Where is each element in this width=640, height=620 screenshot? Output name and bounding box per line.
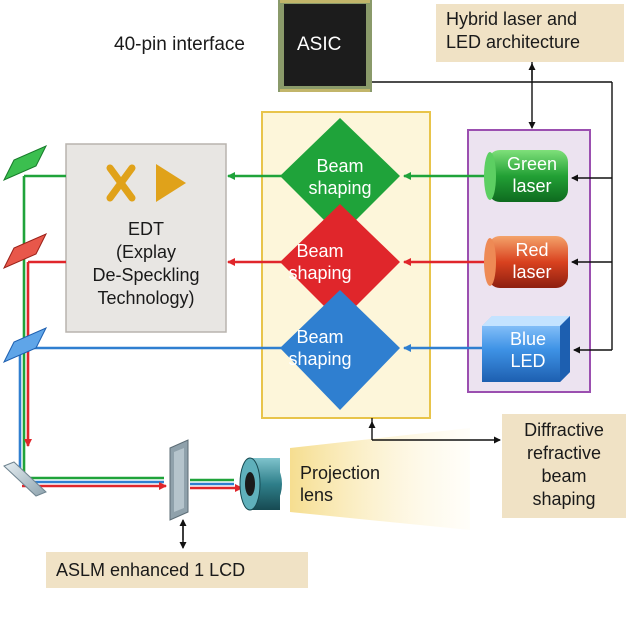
red-mirror — [2, 232, 48, 270]
green-shaping-line-1: Beam — [316, 156, 364, 176]
blue-led-label: Blue LED — [490, 328, 566, 372]
blue-mirror — [2, 326, 48, 364]
red-laser — [484, 236, 568, 288]
edt-line-3: De-Speckling — [92, 265, 200, 285]
blue-shaping-label: Beam shaping — [280, 326, 360, 370]
red-shaping-line-2: shaping — [288, 263, 352, 283]
projection-line-1: Projection — [300, 463, 381, 483]
green-shaping-line-2: shaping — [308, 178, 372, 198]
red-beam-shaper — [280, 204, 400, 322]
blue-led — [482, 316, 570, 382]
diffractive-line-4: shaping — [532, 489, 596, 509]
cross-icon — [106, 164, 136, 202]
blue-shaping-line-1: Beam — [296, 327, 344, 347]
edt-panel — [65, 143, 227, 333]
hybrid-architecture-box: Hybrid laser and LED architecture — [436, 4, 624, 62]
green-shaping-label: Beam shaping — [300, 155, 380, 199]
aslm-label: ASLM enhanced 1 LCD — [56, 560, 246, 580]
edt-line-4: Technology) — [97, 288, 195, 308]
hybrid-label-line-1: Hybrid laser and — [446, 9, 578, 29]
diffractive-line-1: Diffractive — [524, 420, 604, 440]
blue-led-line-2: LED — [510, 351, 546, 371]
blue-shaping-line-2: shaping — [288, 349, 352, 369]
asic-label: ASIC — [297, 34, 342, 55]
projection-line-2: lens — [300, 485, 334, 505]
aslm-box: ASLM enhanced 1 LCD — [46, 552, 308, 588]
green-mirror — [2, 144, 48, 182]
interface-label: 40-pin interface — [114, 34, 245, 55]
diffractive-box: Diffractive refractive beam shaping — [502, 414, 626, 518]
control-lines — [179, 60, 613, 549]
red-laser-label: Red laser — [494, 239, 570, 283]
diffractive-line-2: refractive — [526, 443, 602, 463]
lcd-panel — [169, 439, 189, 521]
projection-light-cone — [290, 428, 470, 530]
green-laser-line-2: laser — [512, 176, 552, 196]
edt-label: EDT (Explay De-Speckling Technology) — [66, 218, 226, 310]
edt-line-1: EDT — [128, 219, 164, 239]
red-laser-line-2: laser — [512, 262, 552, 282]
projection-lens-label: Projection lens — [300, 462, 380, 506]
green-laser — [484, 150, 568, 202]
blue-led-line-1: Blue — [509, 329, 547, 349]
edt-line-2: (Explay — [115, 242, 177, 262]
color-beams — [18, 172, 486, 492]
red-laser-line-1: Red — [515, 240, 549, 260]
projection-lens — [239, 457, 282, 511]
blue-beam-shaper — [280, 290, 400, 410]
red-shaping-label: Beam shaping — [280, 240, 360, 284]
red-shaping-line-1: Beam — [296, 241, 344, 261]
green-laser-line-1: Green — [506, 154, 558, 174]
play-icon — [156, 164, 186, 202]
asic-chip — [278, 0, 372, 92]
green-beam-shaper — [280, 118, 400, 236]
hybrid-label-line-2: LED architecture — [446, 32, 581, 52]
green-laser-label: Green laser — [494, 153, 570, 197]
fold-mirror — [3, 461, 47, 497]
diffractive-line-3: beam — [541, 466, 587, 486]
